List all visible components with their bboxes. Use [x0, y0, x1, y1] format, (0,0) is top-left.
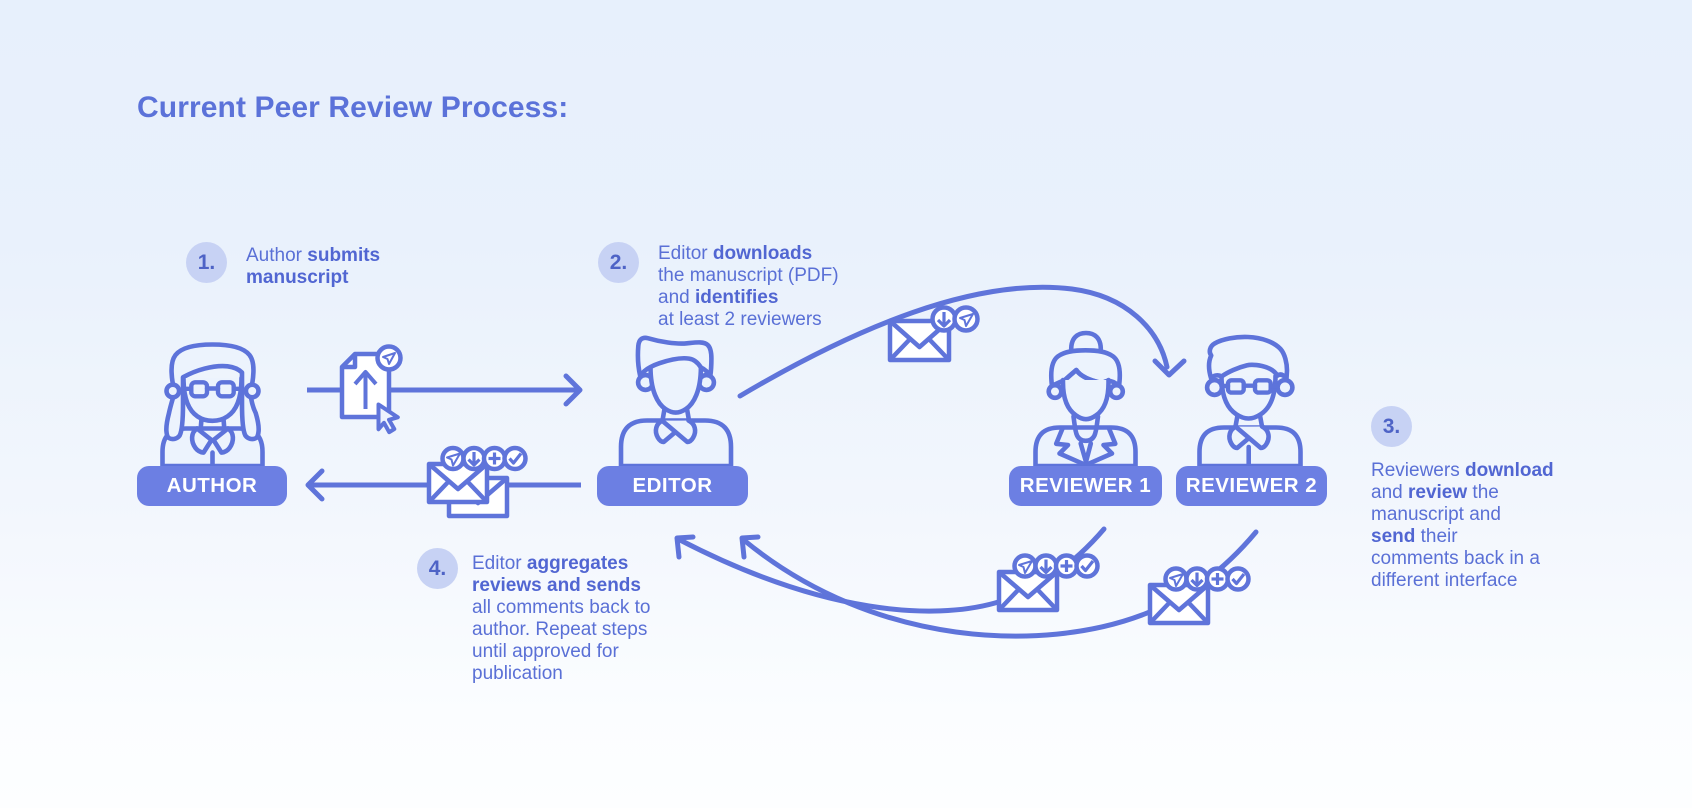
face: [181, 375, 244, 424]
envelope-manuscript: [887, 305, 980, 363]
collar-right: [1233, 424, 1271, 451]
paper-plane-icon: [446, 452, 461, 467]
arrow-editor-to-reviewers: [737, 284, 1187, 399]
editor-figure: [618, 335, 734, 469]
envelope-review-1: [996, 553, 1100, 613]
envelopes-reviews: [426, 445, 528, 519]
arrowhead-icon: [305, 468, 325, 502]
arrow-shaft: [737, 284, 1170, 399]
manuscript-upload-icon: [339, 344, 403, 435]
download-badge: [1033, 553, 1059, 579]
torso: [618, 418, 734, 469]
envelope-flap: [1148, 583, 1210, 613]
reviewer-2-label: REVIEWER 2: [1176, 466, 1327, 506]
paper-plane-icon: [959, 313, 974, 327]
envelope-flap: [427, 462, 489, 492]
collar-left: [189, 426, 214, 455]
reviewer2-figure: [1197, 334, 1303, 469]
glasses-icon: [180, 380, 245, 399]
plus-badge: [1204, 566, 1231, 592]
ear-right: [243, 382, 261, 400]
arrowhead-icon: [563, 373, 583, 407]
send-badge: [1012, 553, 1038, 579]
reviewer-1-label: REVIEWER 1: [1009, 466, 1162, 506]
upload-arrow-head: [353, 370, 378, 386]
face: [648, 364, 704, 415]
check-icon: [508, 452, 523, 465]
neck: [1071, 414, 1101, 444]
collar-right: [660, 418, 698, 445]
ear-right: [1107, 382, 1126, 401]
check-badge: [502, 445, 528, 472]
arrowhead-icon: [1152, 358, 1187, 378]
paper-plane-icon: [1018, 560, 1033, 574]
plus-badge: [1053, 553, 1080, 579]
shape: [936, 318, 952, 328]
torso: [160, 426, 265, 469]
send-badge: [440, 445, 466, 472]
check-badge: [1074, 553, 1100, 579]
shape: [1190, 578, 1204, 588]
send-badge: [952, 305, 980, 333]
shape: [1039, 565, 1053, 575]
envelope-review-2: [1147, 566, 1251, 626]
download-badge: [1184, 566, 1210, 592]
download-badge: [461, 445, 487, 472]
ear-left: [164, 382, 182, 400]
envelope-flap: [997, 570, 1059, 600]
envelope-corner-lines: [888, 336, 951, 362]
download-badge: [930, 305, 958, 333]
check-badge: [1225, 566, 1251, 592]
collar-right: [211, 426, 236, 455]
upload-arrow-icon: [353, 370, 378, 409]
envelope-corner-lines: [997, 586, 1059, 612]
badge-circle: [1225, 566, 1251, 592]
arrowhead-icon: [739, 534, 761, 560]
step-1-badge: 1.: [186, 242, 227, 283]
badge-circle: [1074, 553, 1100, 579]
paper-plane-icon: [1169, 573, 1184, 587]
editor-label: EDITOR: [597, 466, 748, 506]
paper-plane-icon: [382, 352, 396, 365]
send-badge: [1163, 566, 1189, 592]
shirt-v: [1078, 441, 1094, 465]
author-label: AUTHOR: [137, 466, 287, 506]
page-title: Current Peer Review Process:: [137, 91, 569, 124]
face: [1219, 373, 1278, 421]
lapel-right: [1083, 426, 1118, 468]
glasses-icon: [1219, 378, 1280, 395]
envelope-corner-lines: [1148, 599, 1210, 625]
document-fold: [342, 354, 358, 370]
reviewer1-figure: [1033, 330, 1138, 469]
check-icon: [1231, 573, 1246, 586]
step-2-badge: 2.: [598, 242, 639, 283]
plus-badge: [481, 445, 508, 472]
lapel-left: [1053, 426, 1088, 468]
cursor-icon: [376, 402, 400, 435]
step-3-badge: 3.: [1371, 406, 1412, 447]
envelope-corner-lines: [427, 478, 489, 504]
author-figure: [160, 342, 265, 469]
check-icon: [1080, 560, 1095, 573]
arrowhead-icon: [674, 534, 696, 560]
hair: [1206, 334, 1290, 381]
face: [1060, 377, 1111, 422]
ear-right: [1275, 377, 1295, 398]
ear-left: [1046, 382, 1064, 401]
step-4-badge: 4.: [417, 548, 458, 589]
hair: [635, 335, 714, 379]
badge-circle: [502, 445, 528, 472]
shape: [467, 458, 481, 467]
